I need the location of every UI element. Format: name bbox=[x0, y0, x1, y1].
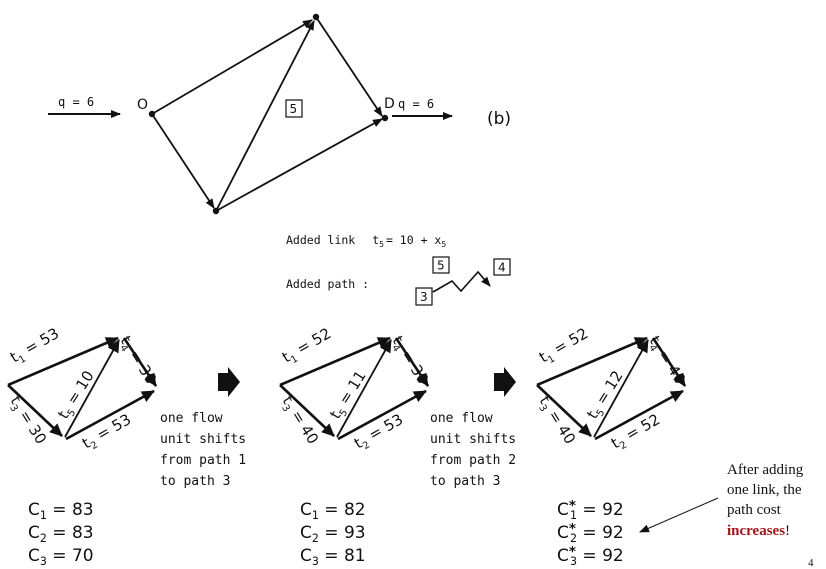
path-cost-c3: C3 = 70 bbox=[28, 546, 94, 568]
shift1-line4: to path 3 bbox=[160, 474, 230, 489]
panel-label-t5: t5 = 10 bbox=[54, 367, 100, 423]
panel-link-5 bbox=[593, 339, 649, 438]
panel-label-t4: t4 = 30 bbox=[386, 333, 432, 389]
shift-arrow-2 bbox=[494, 367, 516, 397]
panel-link-2 bbox=[337, 389, 427, 441]
path-cost-c1: C1 = 82 bbox=[300, 500, 366, 522]
origin-label: O bbox=[137, 97, 148, 113]
added-link-x-sub: 5 bbox=[441, 240, 446, 249]
panel-link-1 bbox=[7, 336, 119, 387]
node-origin bbox=[148, 110, 156, 118]
note: After adding one link, the path cost inc… bbox=[639, 462, 814, 569]
path-box-4 bbox=[493, 258, 511, 276]
panel-label: (b) bbox=[487, 109, 511, 129]
shift2-line2: unit shifts bbox=[430, 432, 516, 447]
panel-link-4 bbox=[394, 337, 430, 387]
shift-text-1: one flow unit shifts from path 1 to path… bbox=[160, 411, 246, 489]
panel-link-1 bbox=[279, 336, 391, 387]
path-cost-c2: C2 = 93 bbox=[300, 523, 366, 545]
page-number: 4 bbox=[808, 557, 814, 569]
panel-label-t3: t3 = 40 bbox=[533, 393, 579, 449]
panel-label-t4: t4 = 40 bbox=[643, 333, 689, 389]
panel-link-5 bbox=[64, 339, 120, 438]
added-link-rhs: = 10 + x bbox=[386, 233, 441, 247]
link-5-box-label: 5 bbox=[290, 102, 298, 116]
panel-link-2 bbox=[65, 389, 155, 441]
shift1-line3: from path 1 bbox=[160, 453, 246, 468]
added-link-t-sub: 5 bbox=[379, 240, 384, 249]
node-top bbox=[312, 13, 320, 21]
note-line1: After adding bbox=[727, 462, 804, 478]
panel-link-2 bbox=[594, 389, 684, 441]
outflow-label: q = 6 bbox=[398, 97, 434, 111]
path-cost-c2: C2 = 83 bbox=[28, 523, 94, 545]
path-box-3-label: 3 bbox=[420, 290, 428, 304]
panel-label-t1: t1 = 52 bbox=[536, 324, 593, 369]
added-info: Added link t5= 10 + x5 Added path : 5 4 … bbox=[286, 233, 511, 306]
node-dest bbox=[381, 114, 389, 122]
panel-label-t4: t4 = 30 bbox=[114, 333, 160, 389]
panel-label-t5: t5 = 12 bbox=[583, 367, 629, 423]
added-link-label: Added link bbox=[286, 233, 355, 247]
path-cost-c2: C*2 = 92 bbox=[557, 521, 624, 545]
note-line2: one link, the bbox=[727, 482, 802, 498]
link-o-bottom bbox=[151, 113, 215, 209]
path-box-3 bbox=[415, 287, 433, 306]
note-increases: increases bbox=[727, 523, 785, 539]
added-path-label: Added path : bbox=[286, 277, 369, 291]
panel-link-3 bbox=[7, 384, 63, 437]
note-exclamation: ! bbox=[785, 523, 790, 539]
top-network: q = 6 O 5 D q = 6 (b) bbox=[48, 13, 511, 215]
panel-label-t1: t1 = 53 bbox=[7, 324, 64, 369]
panel-link-4 bbox=[122, 337, 158, 387]
added-path-zigzag bbox=[432, 270, 491, 293]
svg-text:increases!: increases! bbox=[727, 523, 790, 539]
path-cost-c3: C*3 = 92 bbox=[557, 544, 624, 568]
shift2-line3: from path 2 bbox=[430, 453, 516, 468]
panel-link-1 bbox=[536, 336, 648, 387]
panel-label-t3: t3 = 40 bbox=[276, 393, 322, 449]
note-line3: path cost bbox=[727, 502, 782, 518]
panel-label-t1: t1 = 52 bbox=[279, 324, 336, 369]
panel-link-5 bbox=[336, 339, 392, 438]
link-bottom-d bbox=[215, 118, 383, 212]
path-cost-c3: C3 = 81 bbox=[300, 546, 366, 568]
path-cost-c1: C*1 = 92 bbox=[557, 498, 624, 522]
path-box-5-label: 5 bbox=[437, 259, 445, 273]
panel-label-t3: t3 = 30 bbox=[4, 393, 50, 449]
path-box-4-label: 4 bbox=[498, 261, 506, 275]
link-o-top bbox=[151, 19, 313, 115]
shift-text-2: one flow unit shifts from path 2 to path… bbox=[430, 411, 516, 489]
link-5 bbox=[215, 20, 315, 212]
note-pointer bbox=[639, 497, 719, 533]
link-top-d bbox=[315, 16, 383, 117]
link-5-box bbox=[285, 99, 303, 118]
dest-label: D bbox=[384, 96, 395, 112]
panel-link-4 bbox=[651, 337, 687, 387]
path-cost-c1: C1 = 83 bbox=[28, 500, 94, 522]
inflow-label: q = 6 bbox=[58, 95, 94, 109]
shift1-line2: unit shifts bbox=[160, 432, 246, 447]
panel-link-3 bbox=[279, 384, 335, 437]
shift2-line4: to path 3 bbox=[430, 474, 500, 489]
shift-arrow-1 bbox=[218, 367, 240, 397]
shift1-line1: one flow bbox=[160, 411, 223, 426]
shift2-line1: one flow bbox=[430, 411, 493, 426]
added-link-t: t bbox=[372, 233, 379, 247]
path-box-5 bbox=[432, 256, 450, 274]
panel-link-3 bbox=[536, 384, 592, 437]
panel-label-t5: t5 = 11 bbox=[326, 367, 372, 423]
svg-text:Added link t5= 10 + x5: Added link t5= 10 + x5 bbox=[286, 233, 446, 249]
node-bottom bbox=[212, 207, 220, 215]
